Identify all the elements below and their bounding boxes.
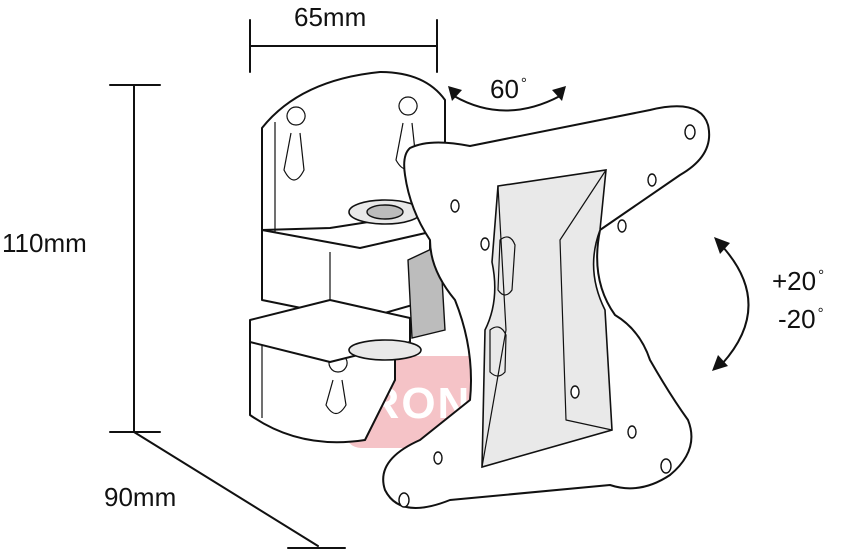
width-dimension-line bbox=[249, 19, 438, 73]
swivel-arrow bbox=[448, 86, 566, 112]
tilt-down-label: -20° bbox=[778, 304, 824, 335]
vesa-plate bbox=[382, 105, 711, 509]
height-dimension-line bbox=[109, 84, 161, 433]
swivel-label: 60° bbox=[490, 74, 527, 105]
tilt-down-degree-symbol: ° bbox=[817, 305, 824, 323]
depth-dimension-line bbox=[133, 431, 346, 549]
tilt-down-value: -20 bbox=[778, 304, 816, 334]
tilt-arrow bbox=[712, 237, 750, 371]
height-label: 110mm bbox=[2, 228, 87, 258]
tilt-up-label: +20° bbox=[772, 266, 824, 297]
tilt-up-degree-symbol: ° bbox=[818, 267, 825, 285]
swivel-value: 60 bbox=[490, 74, 519, 104]
width-label: 65mm bbox=[294, 2, 367, 32]
depth-label: 90mm bbox=[104, 482, 177, 512]
swivel-degree-symbol: ° bbox=[520, 75, 527, 93]
tilt-up-value: +20 bbox=[772, 266, 817, 296]
